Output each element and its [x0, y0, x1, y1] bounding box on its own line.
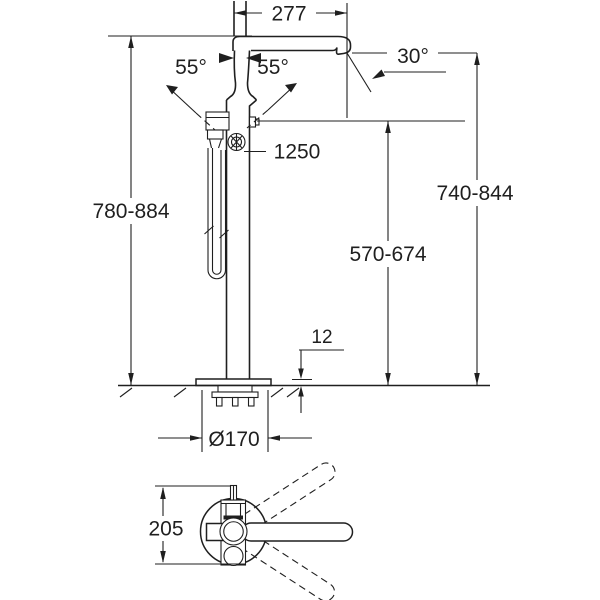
- dim-lever-angle-right-label: 55°: [257, 56, 289, 79]
- dim-base-diameter: Ø170: [158, 390, 312, 452]
- plan-spout: [241, 522, 354, 542]
- dim-hose-length-label: 1250: [274, 141, 321, 164]
- dim-spout-outlet-angle-label: 30°: [397, 45, 429, 68]
- dim-handle-depth-label: 205: [148, 518, 183, 541]
- leader-hose-length: 1250: [244, 141, 320, 164]
- faucet-front-view: [195, 1, 352, 407]
- handshower-holder: [205, 111, 230, 149]
- dim-lever-angle-left-label: 55°: [175, 56, 207, 79]
- handshower-hose: [204, 148, 229, 280]
- dim-overall-height-label: 780-884: [92, 200, 169, 223]
- dim-plate-thickness: 12: [292, 327, 344, 413]
- dim-spout-width-label: 277: [271, 3, 306, 26]
- dim-lever-angle-right: 55°: [246, 53, 297, 129]
- faucet-plan-view: [199, 462, 354, 600]
- spout: [232, 35, 352, 56]
- dim-spout-width: 277: [234, 3, 348, 118]
- dim-spout-height-label: 740-844: [436, 182, 513, 205]
- column-pipe: [225, 99, 258, 379]
- dim-lever-angle-left: 55°: [166, 53, 234, 131]
- dim-handle-depth: 205: [148, 485, 246, 565]
- lever-handle: [233, 1, 247, 37]
- hose-connector-nut: [227, 132, 246, 152]
- plan-bottom-port: [223, 545, 244, 567]
- dim-spout-outlet-angle: 30°: [346, 45, 477, 93]
- floor-line: [118, 384, 490, 398]
- dim-plate-thickness-label: 12: [311, 327, 332, 348]
- mounting-set-underfloor: [211, 384, 259, 407]
- dim-overall-height: 780-884: [92, 35, 252, 385]
- dim-knob-height: 570-674: [257, 120, 465, 385]
- mixer-neck: [225, 50, 258, 101]
- base-plate: [195, 378, 272, 387]
- dim-base-diameter-label: Ø170: [208, 428, 259, 451]
- dim-spout-height: 740-844: [436, 53, 514, 385]
- dim-knob-height-label: 570-674: [349, 243, 426, 266]
- plan-bearing-inner: [223, 521, 244, 542]
